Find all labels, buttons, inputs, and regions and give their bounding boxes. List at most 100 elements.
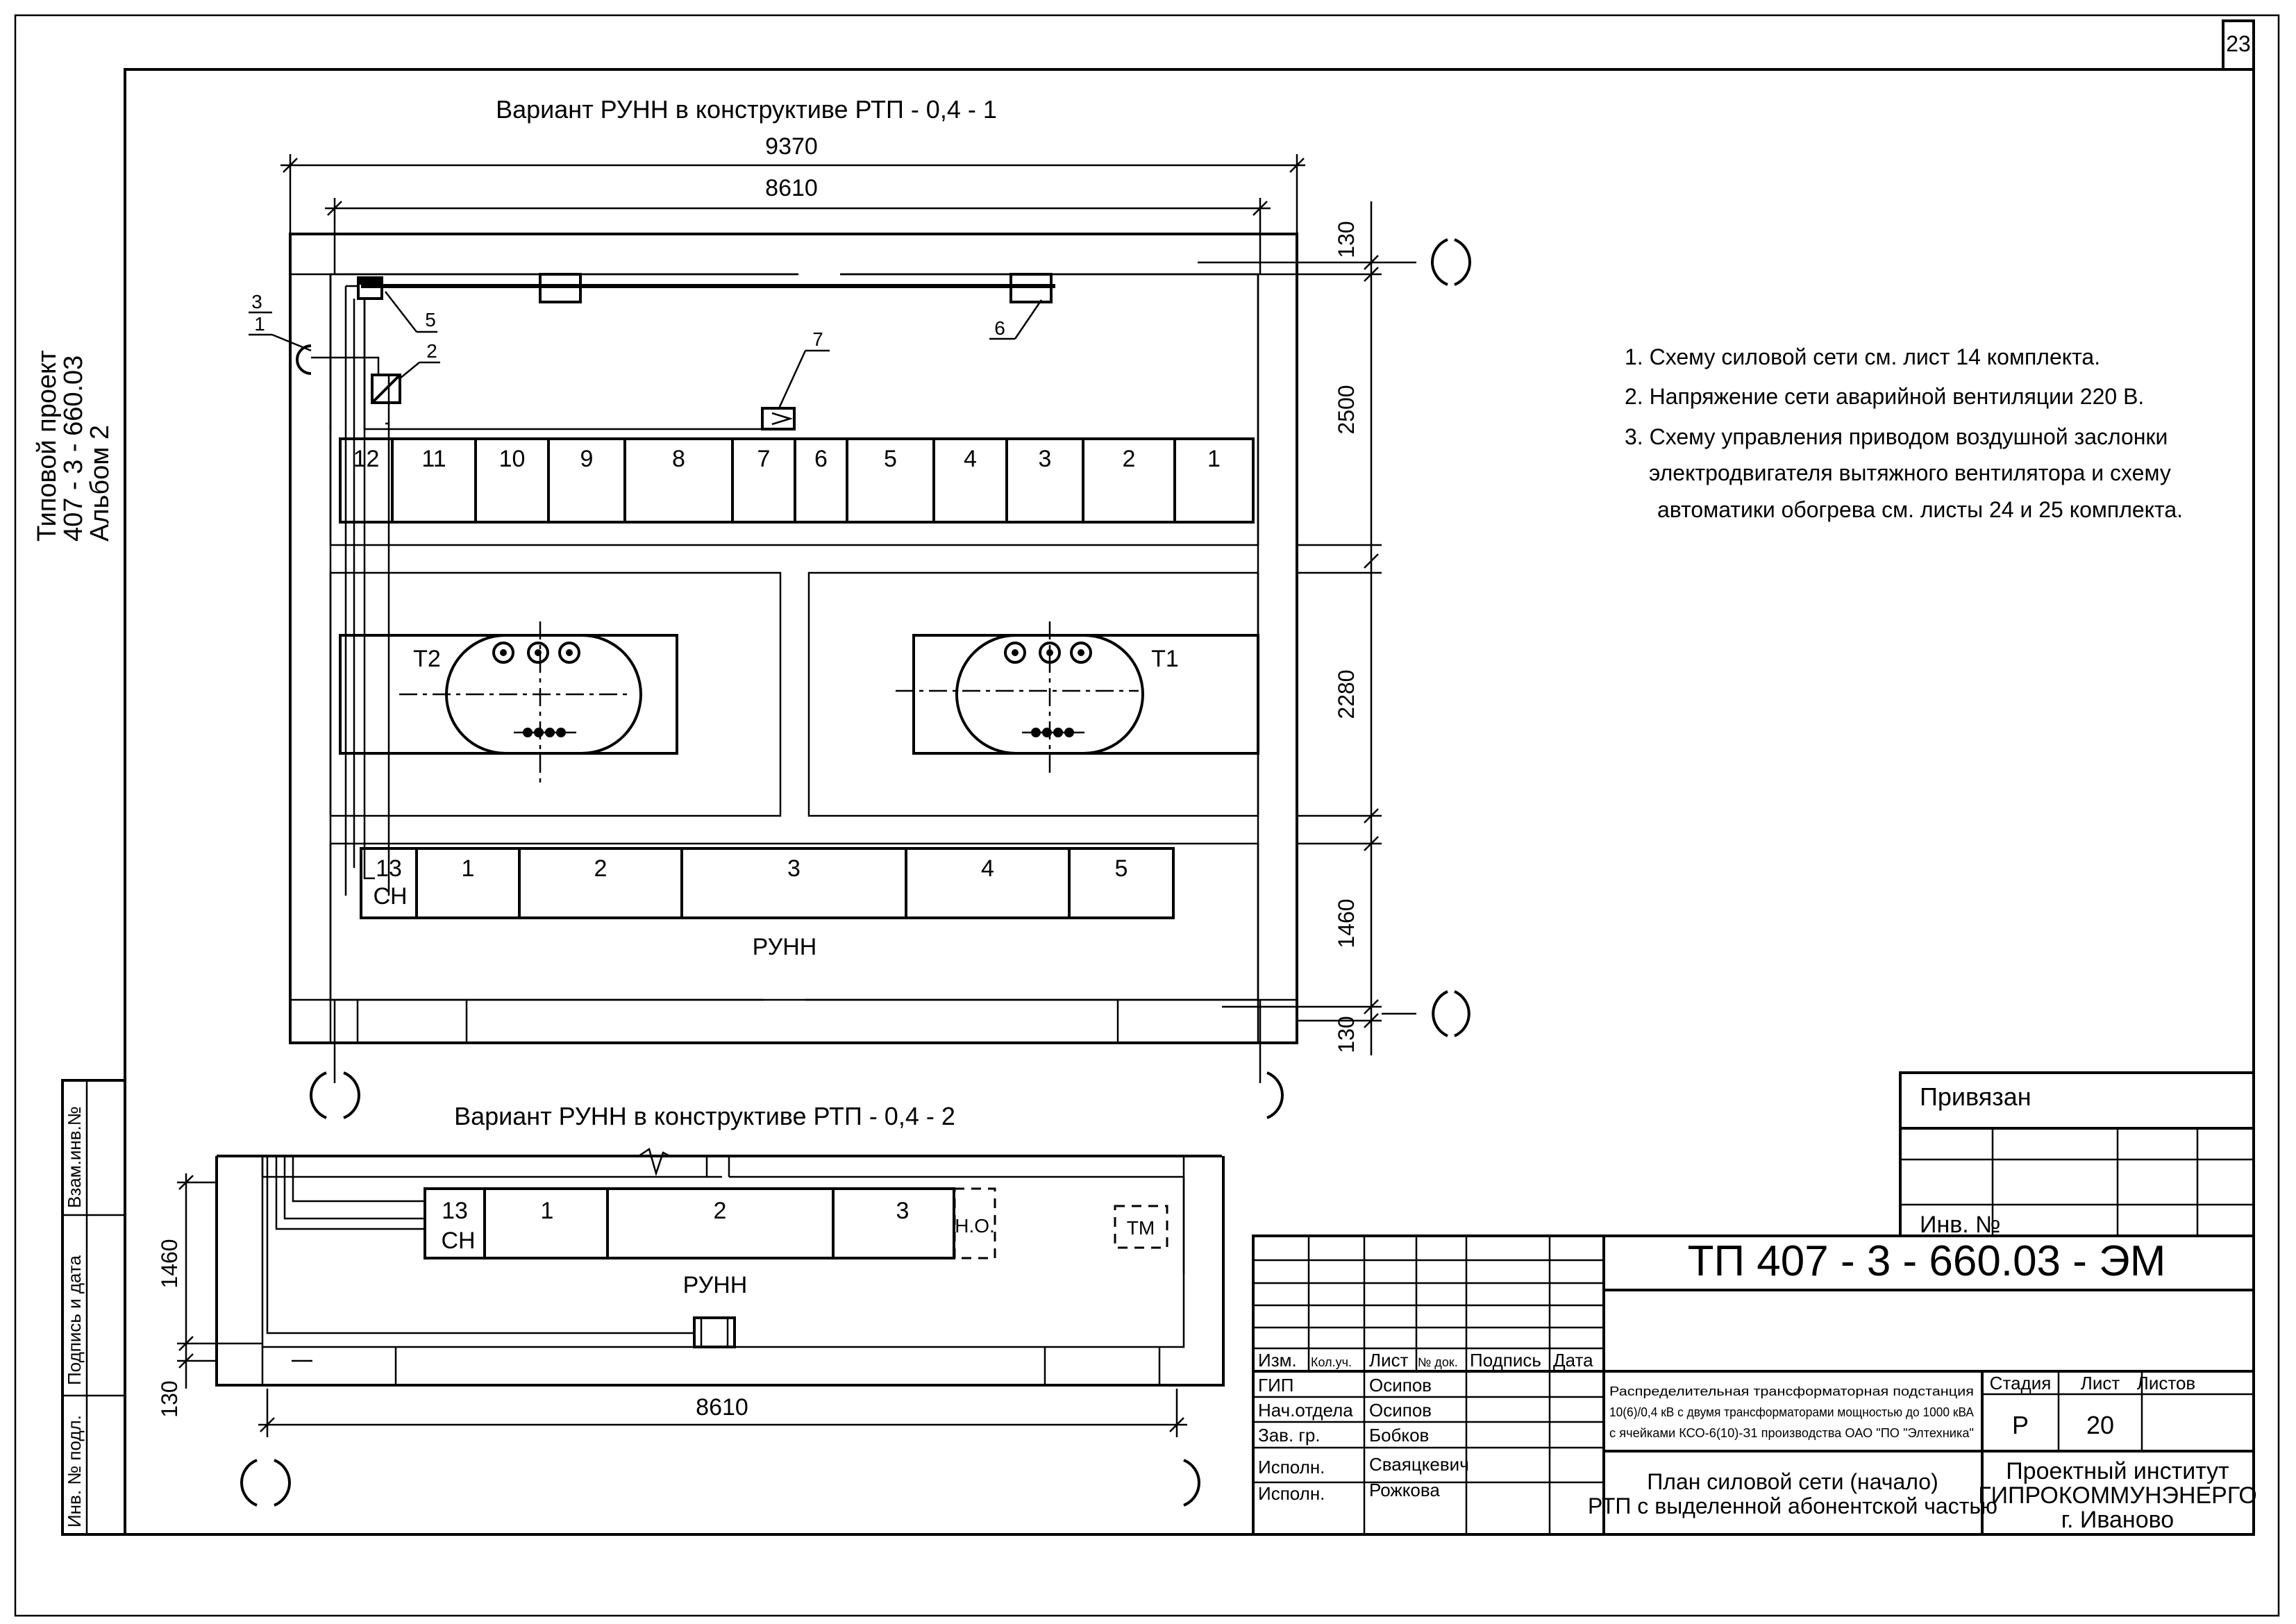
col-izm: Изм. — [1258, 1350, 1297, 1371]
name-3: Бобков — [1369, 1425, 1429, 1446]
role-exec-2: Исполн. — [1258, 1483, 1325, 1504]
dim-r-130-bottom: 130 — [1334, 1016, 1359, 1053]
v2-dim-130: 130 — [157, 1380, 182, 1417]
runn-panel-4: 4 — [981, 855, 994, 882]
dim-r-2500: 2500 — [1334, 385, 1359, 434]
note-3b: электродвигателя вытяжного вентилятора и… — [1649, 460, 2171, 485]
upper-panel-8: 8 — [672, 446, 685, 472]
dim-r-1460: 1460 — [1334, 898, 1359, 948]
runn-panel-sn: СН — [373, 883, 407, 910]
org-2: ГИПРОКОММУНЭНЕРГО — [1978, 1482, 2257, 1509]
role-group: Зав. гр. — [1258, 1425, 1321, 1446]
left-stamp: Взам.инв.№ Подпись и дата Инв. № подл. — [61, 1079, 126, 1536]
v2-dim-1460: 1460 — [157, 1239, 182, 1288]
variant2-dims: 1460 130 8610 — [157, 1173, 1200, 1507]
role-head: Нач.отдела — [1258, 1400, 1353, 1421]
org-1: Проектный институт — [2006, 1458, 2229, 1484]
dim-9370: 9370 — [280, 133, 1305, 233]
sheets-header: Листов — [2137, 1373, 2195, 1393]
callout-1: 1 — [254, 313, 265, 335]
callout-6: 6 — [994, 317, 1005, 339]
runn-panel-2: 2 — [594, 855, 607, 882]
upper-panel-4: 4 — [964, 446, 977, 472]
v2-panel-2: 2 — [714, 1198, 727, 1224]
note-1: 1. Схему силовой сети см. лист 14 компле… — [1625, 344, 2100, 369]
note-3c: автоматики обогрева см. листы 24 и 25 ко… — [1657, 497, 2183, 522]
name-1: Осипов — [1369, 1375, 1432, 1396]
runn-label-1: РУНН — [753, 934, 817, 960]
side-title-line-1: Типовой проект — [33, 350, 62, 542]
callout-2: 2 — [426, 340, 437, 362]
transformer-t1: Т1 — [1151, 646, 1179, 672]
runn-panel-3: 3 — [787, 855, 801, 882]
runn-panel-13: 13 — [376, 855, 402, 882]
runn-panel-5: 5 — [1115, 855, 1128, 882]
runn-label-2: РУНН — [683, 1272, 748, 1298]
upper-panel-3: 3 — [1039, 446, 1052, 472]
variant2-panel-row: 13 СН 1 2 3 Н.О. ТМ — [424, 1187, 1168, 1259]
side-title: Типовой проект 407 - 3 - 660.03 Альбом 2 — [33, 350, 115, 542]
v2-dim-8610: 8610 — [696, 1394, 748, 1421]
note-2: 2. Напряжение сети аварийной вентиляции … — [1625, 384, 2144, 409]
drawing-title-2: РТП с выделенной абонентской частью — [1588, 1493, 1997, 1518]
approval-inv: Инв. № — [1920, 1212, 2001, 1238]
name-2: Осипов — [1369, 1400, 1432, 1421]
callouts: 3 1 5 2 7 6 — [249, 291, 1043, 409]
callout-5: 5 — [425, 309, 436, 330]
variant2-title: Вариант РУНН в конструктиве РТП - 0,4 - … — [454, 1102, 955, 1130]
v2-panel-1: 1 — [541, 1198, 554, 1224]
upper-panel-5: 5 — [884, 446, 897, 472]
desc-line-2: 10(6)/0,4 кВ с двумя трансформаторами мо… — [1609, 1405, 1974, 1419]
approval-title: Привязан — [1920, 1082, 2031, 1111]
dim-9370-label: 9370 — [765, 133, 818, 160]
stamp-original-inv: Инв. № подл. — [64, 1415, 85, 1527]
col-sign: Подпись — [1470, 1350, 1541, 1371]
sheet-header: Лист — [2081, 1373, 2120, 1393]
desc-line-3: с ячейками КСО-6(10)-З1 производства ОАО… — [1609, 1426, 1974, 1440]
v2-panel-sn: СН — [441, 1228, 475, 1254]
upper-panel-1: 1 — [1207, 446, 1221, 472]
v2-panel-3: 3 — [896, 1198, 910, 1224]
stage-value: Р — [2012, 1411, 2029, 1439]
variant2-plan: Вариант РУНН в конструктиве РТП - 0,4 - … — [157, 1102, 1225, 1507]
desc-line-1: Распределительная трансформаторная подст… — [1609, 1384, 1974, 1398]
side-title-line-2: 407 - 3 - 660.03 — [59, 355, 88, 542]
callout-3: 3 — [251, 291, 262, 312]
sheet-frame: 23 — [14, 14, 2280, 1617]
runn-panel-1: 1 — [462, 855, 475, 882]
notes: 1. Схему силовой сети см. лист 14 компле… — [1625, 344, 2183, 522]
v2-tm: ТМ — [1127, 1217, 1155, 1239]
stage-header: Стадия — [1990, 1373, 2052, 1393]
upper-panel-9: 9 — [580, 446, 594, 472]
dim-8610: 8610 — [325, 175, 1271, 274]
col-kol: Кол.уч. — [1311, 1355, 1352, 1369]
variant1-title: Вариант РУНН в конструктиве РТП - 0,4 - … — [496, 95, 997, 124]
approval-block: Привязан Инв. № — [1899, 1071, 2255, 1238]
upper-panel-2: 2 — [1123, 446, 1136, 472]
dims-right: 130 2500 2280 1460 130 — [1222, 201, 1471, 1055]
v2-panel-no: Н.О. — [955, 1215, 995, 1237]
side-title-line-3: Альбом 2 — [85, 425, 115, 542]
v2-panel-13: 13 — [442, 1198, 468, 1224]
role-exec-1: Исполн. — [1258, 1457, 1325, 1477]
upper-panel-12: 12 — [353, 446, 380, 472]
upper-panel-7: 7 — [757, 446, 771, 472]
doc-code: ТП 407 - 3 - 660.03 - ЭМ — [1688, 1237, 2166, 1285]
dim-r-2280: 2280 — [1334, 669, 1359, 719]
callout-7: 7 — [812, 328, 823, 350]
title-block: ТП 407 - 3 - 660.03 - ЭМ Изм. Кол.уч. Ли… — [1252, 1234, 2257, 1536]
dim-8610-label: 8610 — [765, 175, 818, 201]
drawing-title-1: План силовой сети (начало) — [1647, 1469, 1938, 1494]
sheet-number: 23 — [2226, 31, 2251, 56]
name-5: Рожкова — [1369, 1480, 1440, 1500]
name-4: Сваяцкевич — [1369, 1454, 1469, 1475]
note-3a: 3. Схему управления приводом воздушной з… — [1625, 424, 2168, 449]
transformer-t2: Т2 — [413, 646, 441, 672]
upper-panel-10: 10 — [499, 446, 526, 472]
role-gip: ГИП — [1258, 1375, 1293, 1396]
stamp-sign-date: Подпись и дата — [64, 1255, 85, 1385]
variant1-plan: Вариант РУНН в конструктиве РТП - 0,4 - … — [249, 95, 1471, 1119]
